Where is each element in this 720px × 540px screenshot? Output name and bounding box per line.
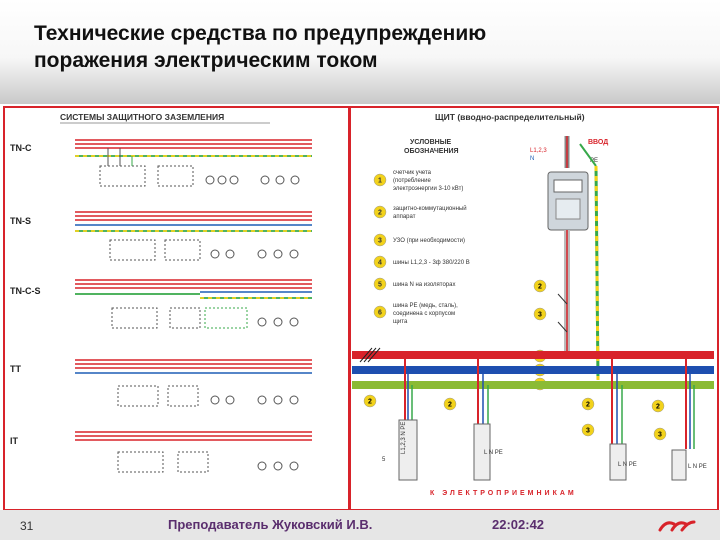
svg-text:5: 5 bbox=[382, 457, 386, 463]
legend-item-2: 2 защитно-коммутационный аппарат bbox=[373, 205, 467, 220]
input-cable: ВВОД L1,2,3 N PE bbox=[530, 136, 608, 168]
svg-text:6: 6 bbox=[378, 310, 382, 317]
left-panel-frame bbox=[3, 106, 350, 511]
left-panel-title: СИСТЕМЫ ЗАЩИТНОГО ЗАЗЕМЛЕНИЯ bbox=[60, 112, 224, 122]
svg-text:щита: щита bbox=[393, 319, 408, 325]
legend-title-1: УСЛОВНЫЕ bbox=[410, 139, 452, 146]
svg-text:(потребление: (потребление bbox=[393, 178, 431, 184]
svg-text:шина PE (медь, сталь),: шина PE (медь, сталь), bbox=[393, 303, 458, 309]
right-panel-title: ЩИТ (вводно-распределительный) bbox=[435, 112, 585, 122]
system-label-tn-s: TN-S bbox=[10, 216, 31, 226]
svg-text:1: 1 bbox=[378, 178, 382, 185]
feeder-1: 2 L1,2,3 N PE 5 bbox=[363, 355, 418, 481]
tn-c-schematic bbox=[75, 139, 312, 187]
slide-title-line-1: Технические средства по предупреждению bbox=[34, 22, 487, 45]
svg-text:шина N на изоляторах: шина N на изоляторах bbox=[393, 282, 455, 288]
legend-item-4: 4 шины L1,2,3 - 3ф 380/220 В bbox=[373, 255, 470, 269]
svg-text:2: 2 bbox=[586, 402, 590, 409]
svg-text:ВВОД: ВВОД bbox=[588, 139, 608, 146]
svg-text:шины L1,2,3 - 3ф 380/220 В: шины L1,2,3 - 3ф 380/220 В bbox=[393, 260, 470, 266]
feeder-4: 2 3 L N PE bbox=[651, 355, 707, 481]
svg-text:N: N bbox=[530, 156, 534, 162]
it-schematic bbox=[75, 431, 312, 473]
slide-time: 22:02:42 bbox=[492, 517, 545, 532]
legend-item-5: 5 шина N на изоляторах bbox=[373, 277, 455, 291]
svg-text:3: 3 bbox=[658, 432, 662, 439]
legend-title-2: ОБОЗНАЧЕНИЯ bbox=[404, 148, 459, 155]
presenter-name: Преподаватель Жуковский И.В. bbox=[168, 517, 373, 532]
svg-text:4: 4 bbox=[378, 260, 382, 267]
svg-text:защитно-коммутационный: защитно-коммутационный bbox=[393, 205, 467, 212]
svg-text:2: 2 bbox=[448, 402, 452, 409]
svg-text:PE: PE bbox=[590, 158, 598, 164]
svg-text:УЗО (при необходимости): УЗО (при необходимости) bbox=[393, 238, 465, 244]
svg-text:L N PE: L N PE bbox=[688, 464, 707, 470]
svg-text:L1,2,3 N PE: L1,2,3 N PE bbox=[401, 422, 407, 454]
bus-bars bbox=[352, 347, 714, 389]
legend-item-6: 6 шина PE (медь, сталь), соединена с кор… bbox=[373, 303, 458, 325]
slide-title-line-2: поражения электрическим током bbox=[34, 49, 378, 72]
system-label-tn-c-s: TN-C-S bbox=[10, 286, 41, 296]
svg-text:2: 2 bbox=[656, 404, 660, 411]
svg-text:счетчик учета: счетчик учета bbox=[393, 170, 432, 176]
system-label-tt: TT bbox=[10, 364, 21, 374]
legend-item-1: 1 счетчик учета (потребление электроэнер… bbox=[373, 170, 463, 192]
grounding-diagram-image: СИСТЕМЫ ЗАЩИТНОГО ЗАЗЕМЛЕНИЯ ЩИТ (вводно… bbox=[0, 104, 720, 511]
svg-text:соединена с корпусом: соединена с корпусом bbox=[393, 311, 455, 317]
slide-number: 31 bbox=[20, 519, 34, 533]
slide-title: Технические средства по предупреждению п… bbox=[34, 20, 674, 74]
slide-footer: 31 Преподаватель Жуковский И.В. 22:02:42 bbox=[0, 510, 720, 540]
feeder-2: 2 L N PE bbox=[443, 355, 503, 481]
svg-text:L N PE: L N PE bbox=[484, 450, 503, 456]
system-label-it: IT bbox=[10, 436, 19, 446]
rzd-logo-icon bbox=[658, 520, 696, 532]
tn-s-schematic bbox=[75, 211, 312, 261]
tn-c-s-schematic bbox=[75, 279, 312, 329]
svg-text:3: 3 bbox=[538, 312, 542, 319]
electricity-meter bbox=[547, 171, 589, 231]
svg-text:5: 5 bbox=[378, 282, 382, 289]
bottom-caption: К ЭЛЕКТРОПРИЕМНИКАМ bbox=[430, 490, 577, 497]
svg-text:3: 3 bbox=[378, 238, 382, 245]
svg-text:3: 3 bbox=[586, 428, 590, 435]
slide-header: Технические средства по предупреждению п… bbox=[0, 0, 720, 104]
svg-text:L1,2,3: L1,2,3 bbox=[530, 148, 547, 154]
svg-text:2: 2 bbox=[378, 210, 382, 217]
legend-item-3: 3 УЗО (при необходимости) bbox=[373, 233, 465, 247]
svg-text:электроэнергии 3-10 кВт): электроэнергии 3-10 кВт) bbox=[393, 186, 463, 192]
feeder-3: 2 3 L N PE bbox=[581, 355, 637, 481]
svg-text:L N PE: L N PE bbox=[618, 462, 637, 468]
diagram-svg: СИСТЕМЫ ЗАЩИТНОГО ЗАЗЕМЛЕНИЯ ЩИТ (вводно… bbox=[3, 106, 719, 511]
svg-text:2: 2 bbox=[538, 284, 542, 291]
tt-schematic bbox=[75, 359, 312, 407]
svg-text:2: 2 bbox=[368, 399, 372, 406]
svg-text:аппарат: аппарат bbox=[393, 214, 416, 220]
system-label-tn-c: TN-C bbox=[10, 143, 32, 153]
